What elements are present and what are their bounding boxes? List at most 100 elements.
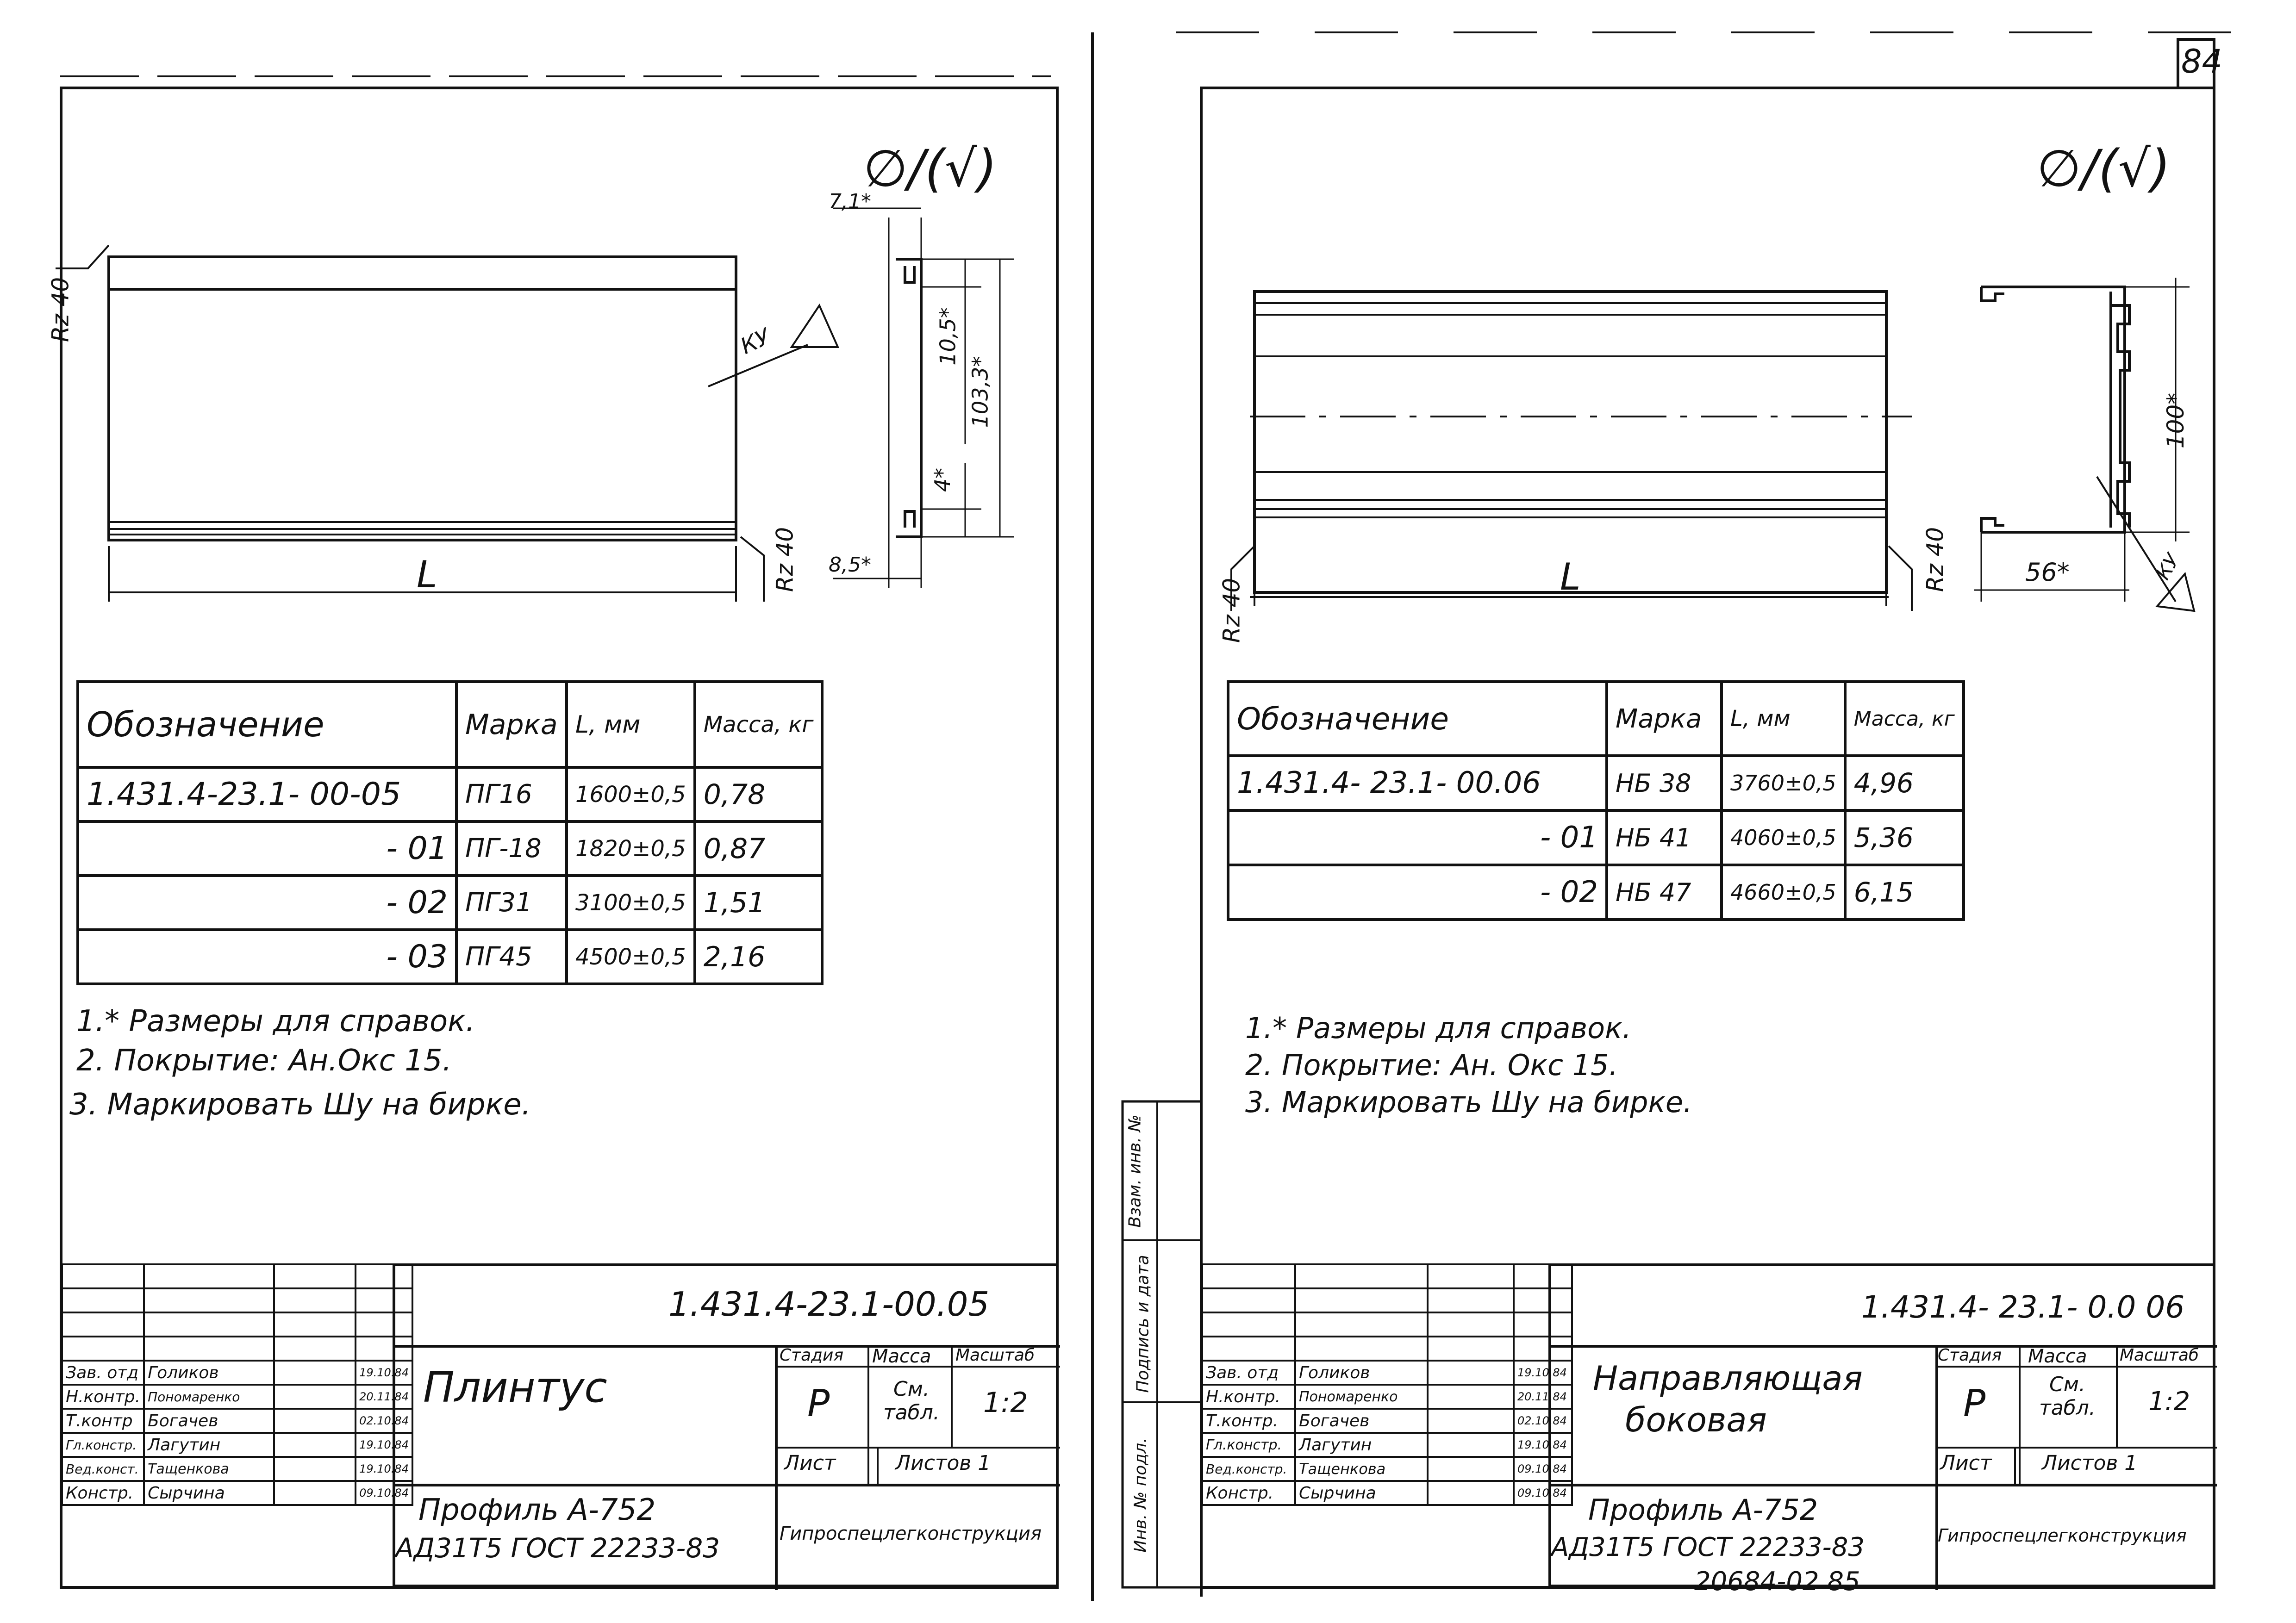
left-stage-value: Р [807, 1382, 830, 1425]
left-r3-length: 4500±0,5 [565, 928, 696, 985]
left-r3-mass: 2,16 [693, 928, 824, 985]
right-signer-role-3: Гл.констр. [1201, 1432, 1296, 1458]
left-r1-designation: - 01 [76, 820, 458, 877]
table-row: Т.контр Богачев 02.10.84 [61, 1408, 413, 1434]
left-signer-name-5: Сырчина [143, 1480, 275, 1506]
signature [1427, 1384, 1515, 1410]
left-r2-length: 3100±0,5 [565, 874, 696, 931]
right-signer-role-4: Вед.констр. [1201, 1456, 1296, 1482]
left-sheets-label: Листов 1 [895, 1451, 991, 1475]
table-row: Констр. Сырчина 09.10.84 [1201, 1480, 1573, 1506]
left-signer-name-4: Тащенкова [143, 1456, 275, 1482]
left-r0-designation: 1.431.4-23.1- 00-05 [76, 766, 458, 823]
left-signer-name-1: Пономаренко [143, 1384, 275, 1410]
left-signer-name-2: Богачев [143, 1408, 275, 1434]
left-roughness-symbol: ∅/(√) [863, 139, 997, 198]
left-signer-role-1: Н.контр. [61, 1384, 145, 1410]
table-row: Гл.констр. Лагутин 19.10.84 [1201, 1432, 1573, 1458]
table-row: Констр. Сырчина 09.10.84 [61, 1480, 413, 1506]
left-signer-role-3: Гл.констр. [61, 1432, 145, 1458]
table-row: Вед.конст. Тащенкова 19.10.84 [61, 1456, 413, 1482]
left-signer-role-0: Зав. отд [61, 1360, 145, 1386]
right-signer-name-1: Пономаренко [1294, 1384, 1429, 1410]
right-stage-value: Р [1963, 1382, 1986, 1425]
right-material-1: Профиль А-752 [1588, 1493, 1818, 1527]
table-row: Зав. отд Голиков 19.10.84 [61, 1360, 413, 1386]
right-part-name-1: Направляющая [1593, 1359, 1863, 1398]
right-signer-date-1: 20.11.84 [1513, 1384, 1573, 1410]
left-note-1: 1.* Размеры для справок. [76, 1004, 475, 1038]
left-signer-date-1: 20.11.84 [355, 1384, 413, 1410]
right-th-length: L, мм [1720, 680, 1847, 757]
right-r2-mass: 6,15 [1843, 864, 1965, 921]
signature [273, 1480, 357, 1506]
right-th-mark: Марка [1605, 680, 1723, 757]
left-th-length: L, мм [565, 680, 696, 769]
left-signer-role-4: Вед.конст. [61, 1456, 145, 1482]
right-signer-name-4: Тащенкова [1294, 1456, 1429, 1482]
table-row: Гл.констр. Лагутин 19.10.84 [61, 1432, 413, 1458]
left-title-block-signers: Зав. отд Голиков 19.10.84 Н.контр. Поном… [61, 1263, 413, 1506]
right-sheet-frame [1200, 87, 2215, 1589]
signature [1427, 1456, 1515, 1482]
right-signer-date-0: 19.10.84 [1513, 1360, 1573, 1386]
right-th-mass: Масса, кг [1843, 680, 1965, 757]
signature [273, 1456, 357, 1482]
left-r0-length: 1600±0,5 [565, 766, 696, 823]
left-dim-3: 103,3* [967, 356, 993, 428]
right-r2-mark: НБ 47 [1605, 864, 1723, 921]
table-row: - 01 НБ 41 4060±0,5 5,36 [1227, 809, 1965, 866]
left-signer-date-4: 19.10.84 [355, 1456, 413, 1482]
right-sheet-label: Лист [1940, 1451, 1992, 1475]
right-r0-designation: 1.431.4- 23.1- 00.06 [1227, 754, 1608, 812]
right-material-2: АД31Т5 ГОСТ 22233-83 [1551, 1532, 1865, 1562]
right-org: Гипроспецлегконструкция [1938, 1525, 2187, 1546]
table-row: - 01 ПГ-18 1820±0,5 0,87 [76, 820, 824, 877]
signature [273, 1360, 357, 1386]
right-scale-value: 1:2 [2148, 1387, 2190, 1417]
table-row: Вед.констр. Тащенкова 09.10.84 [1201, 1456, 1573, 1482]
left-r1-mass: 0,87 [693, 820, 824, 877]
left-signer-role-2: Т.контр [61, 1408, 145, 1434]
left-dim-4: 4* [930, 467, 955, 492]
right-r0-length: 3760±0,5 [1720, 754, 1847, 812]
left-title-block-main: 1.431.4-23.1-00.05 Плинтус Профиль А-752… [393, 1263, 1060, 1590]
right-title-block-main: 1.431.4- 23.1- 0.0 06 Направляющая боков… [1548, 1263, 2217, 1590]
left-r2-mass: 1,51 [693, 874, 824, 931]
left-r2-mark: ПГ31 [455, 874, 568, 931]
right-note-1: 1.* Размеры для справок. [1245, 1011, 1632, 1045]
left-th-mass: Масса, кг [693, 680, 824, 769]
table-row: - 02 НБ 47 4660±0,5 6,15 [1227, 864, 1965, 921]
left-rz-bottom: Rz 40 [771, 527, 799, 592]
side-label-signature-date: Подпись и дата [1133, 1255, 1153, 1393]
left-dim-1: 7,1* [829, 190, 871, 213]
table-row: 1.431.4- 23.1- 00.06 НБ 38 3760±0,5 4,96 [1227, 754, 1965, 812]
left-doc-code: 1.431.4-23.1-00.05 [668, 1285, 990, 1324]
left-r0-mark: ПГ16 [455, 766, 568, 823]
right-sheets-label: Листов 1 [2042, 1451, 2138, 1475]
signature [1427, 1408, 1515, 1434]
left-signer-role-5: Констр. [61, 1480, 145, 1506]
left-note-2: 2. Покрытие: Ан.Окс 15. [76, 1044, 452, 1078]
right-title-block-signers: Зав. отд Голиков 19.10.84 Н.контр. Поном… [1201, 1263, 1573, 1506]
side-label-replaced-inv: Взам. инв. № [1125, 1114, 1145, 1228]
right-signer-name-0: Голиков [1294, 1360, 1429, 1386]
left-scale-header: Масштаб [955, 1346, 1035, 1365]
left-length-label: L [417, 553, 437, 596]
right-signer-name-5: Сырчина [1294, 1480, 1429, 1506]
right-rz-right: Rz 40 [1922, 527, 1949, 592]
right-scale-header: Масштаб [2120, 1346, 2199, 1365]
table-row: Зав. отд Голиков 19.10.84 [1201, 1360, 1573, 1386]
right-doc-code: 1.431.4- 23.1- 0.0 06 [1861, 1289, 2185, 1325]
left-r1-mark: ПГ-18 [455, 820, 568, 877]
right-signer-date-2: 02.10.84 [1513, 1408, 1573, 1434]
left-sheet-label: Лист [784, 1451, 836, 1475]
right-roughness-symbol: ∅/(√) [2037, 139, 2171, 198]
right-rz-left: Rz 40 [1218, 578, 1245, 643]
signature [273, 1384, 357, 1410]
left-signer-name-0: Голиков [143, 1360, 275, 1386]
table-row: Н.контр. Пономаренко 20.11.84 [1201, 1384, 1573, 1410]
left-r3-designation: - 03 [76, 928, 458, 985]
right-r1-mass: 5,36 [1843, 809, 1965, 866]
